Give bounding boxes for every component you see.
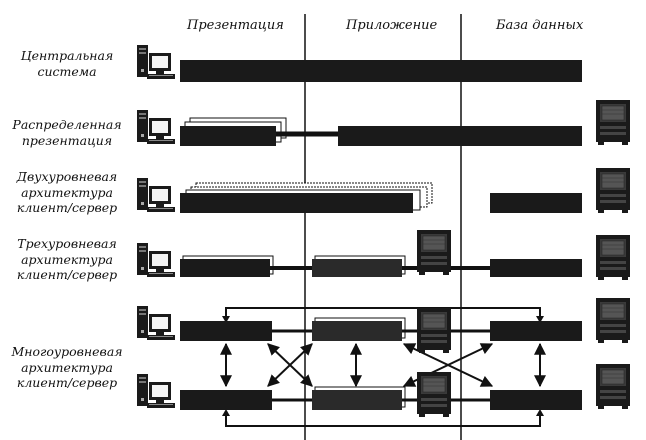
desktop-computer-icon <box>137 374 175 408</box>
desktop-computer-icon <box>137 243 175 277</box>
desktop-computer-icon <box>137 178 175 212</box>
server-tower-icon <box>596 298 630 343</box>
desktop-computer-icon <box>137 110 175 144</box>
server-tower-icon <box>596 100 630 145</box>
database-block <box>490 390 582 410</box>
database-block <box>490 259 582 277</box>
server-tower-icon <box>596 364 630 409</box>
presentation-block <box>180 390 272 410</box>
presentation-block <box>180 321 272 341</box>
server-tower-icon <box>596 168 630 213</box>
bypass-line-bottom <box>226 412 540 426</box>
application-block <box>312 256 405 277</box>
stacked-presentation-block <box>180 118 286 146</box>
app-db-bar <box>338 126 582 146</box>
database-block <box>490 321 582 341</box>
stacked-client-block <box>180 183 432 213</box>
server-tower-icon <box>417 230 451 275</box>
server-tower-icon <box>417 308 451 353</box>
application-block <box>312 318 405 341</box>
server-tower-icon <box>596 235 630 280</box>
desktop-computer-icon <box>137 45 175 79</box>
desktop-computer-icon <box>137 306 175 340</box>
database-block <box>490 193 582 213</box>
presentation-block <box>180 256 273 277</box>
application-block <box>312 387 405 410</box>
server-tower-icon <box>417 372 451 417</box>
central-bar <box>180 60 582 82</box>
